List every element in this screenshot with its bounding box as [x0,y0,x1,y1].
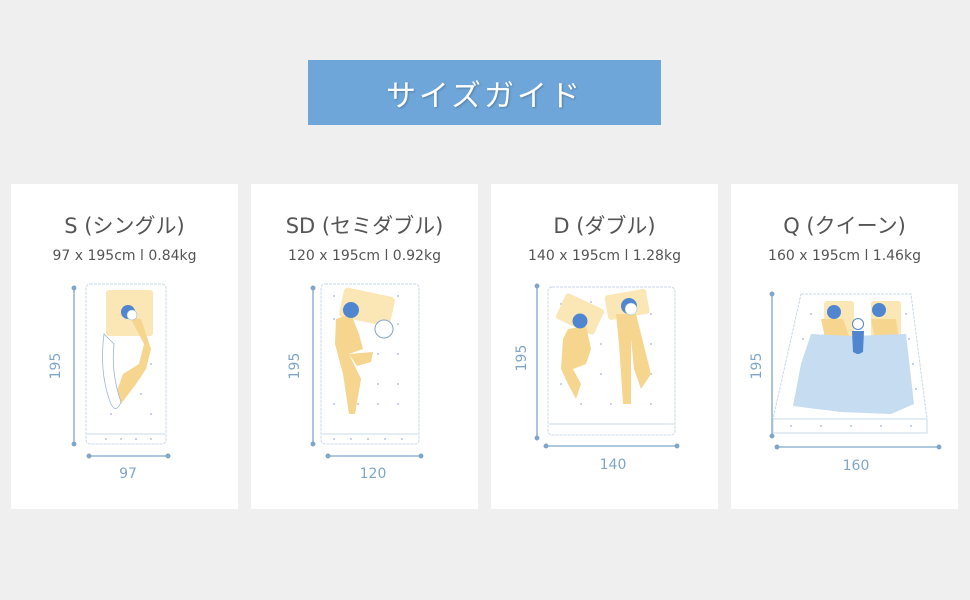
size-card-double: D (ダブル) 140 x 195cm l 1.28kg 195 140 [491,184,718,509]
width-label: 97 [119,466,137,482]
size-guide-banner: サイズガイド [308,60,661,125]
blanket-icon [793,334,914,414]
banner-title: サイズガイド [385,78,584,114]
card-spec: 160 x 195cm l 1.46kg [768,248,921,264]
card-title: S (シングル) [64,214,185,238]
card-spec: 120 x 195cm l 0.92kg [288,248,441,264]
length-label: 195 [287,353,303,380]
length-label: 195 [48,353,64,380]
width-label: 140 [600,457,627,473]
family-sleeping-illustration: 195 160 [749,291,942,474]
couple-sleeping-illustration: 195 140 [514,283,680,473]
width-label: 120 [360,466,387,482]
card-spec: 97 x 195cm l 0.84kg [52,248,197,264]
size-card-semi-double: SD (セミダブル) 120 x 195cm l 0.92kg 195 120 [251,184,478,509]
length-label: 195 [514,345,530,372]
card-title: D (ダブル) [553,214,656,238]
single-sleeper-illustration: 195 97 [48,283,171,482]
width-label: 160 [843,458,870,474]
dimension-vertical [71,285,77,447]
card-title: Q (クイーン) [783,214,906,238]
size-card-queen: Q (クイーン) 160 x 195cm l 1.46kg 195 160 [731,184,958,509]
cat-icon [374,319,394,339]
card-title: SD (セミダブル) [285,214,444,238]
card-spec: 140 x 195cm l 1.28kg [528,248,681,264]
sleeper-with-cat-illustration: 195 120 [287,283,424,482]
length-label: 195 [749,353,765,380]
size-card-single: S (シングル) 97 x 195cm l 0.84kg 195 97 [11,184,238,509]
